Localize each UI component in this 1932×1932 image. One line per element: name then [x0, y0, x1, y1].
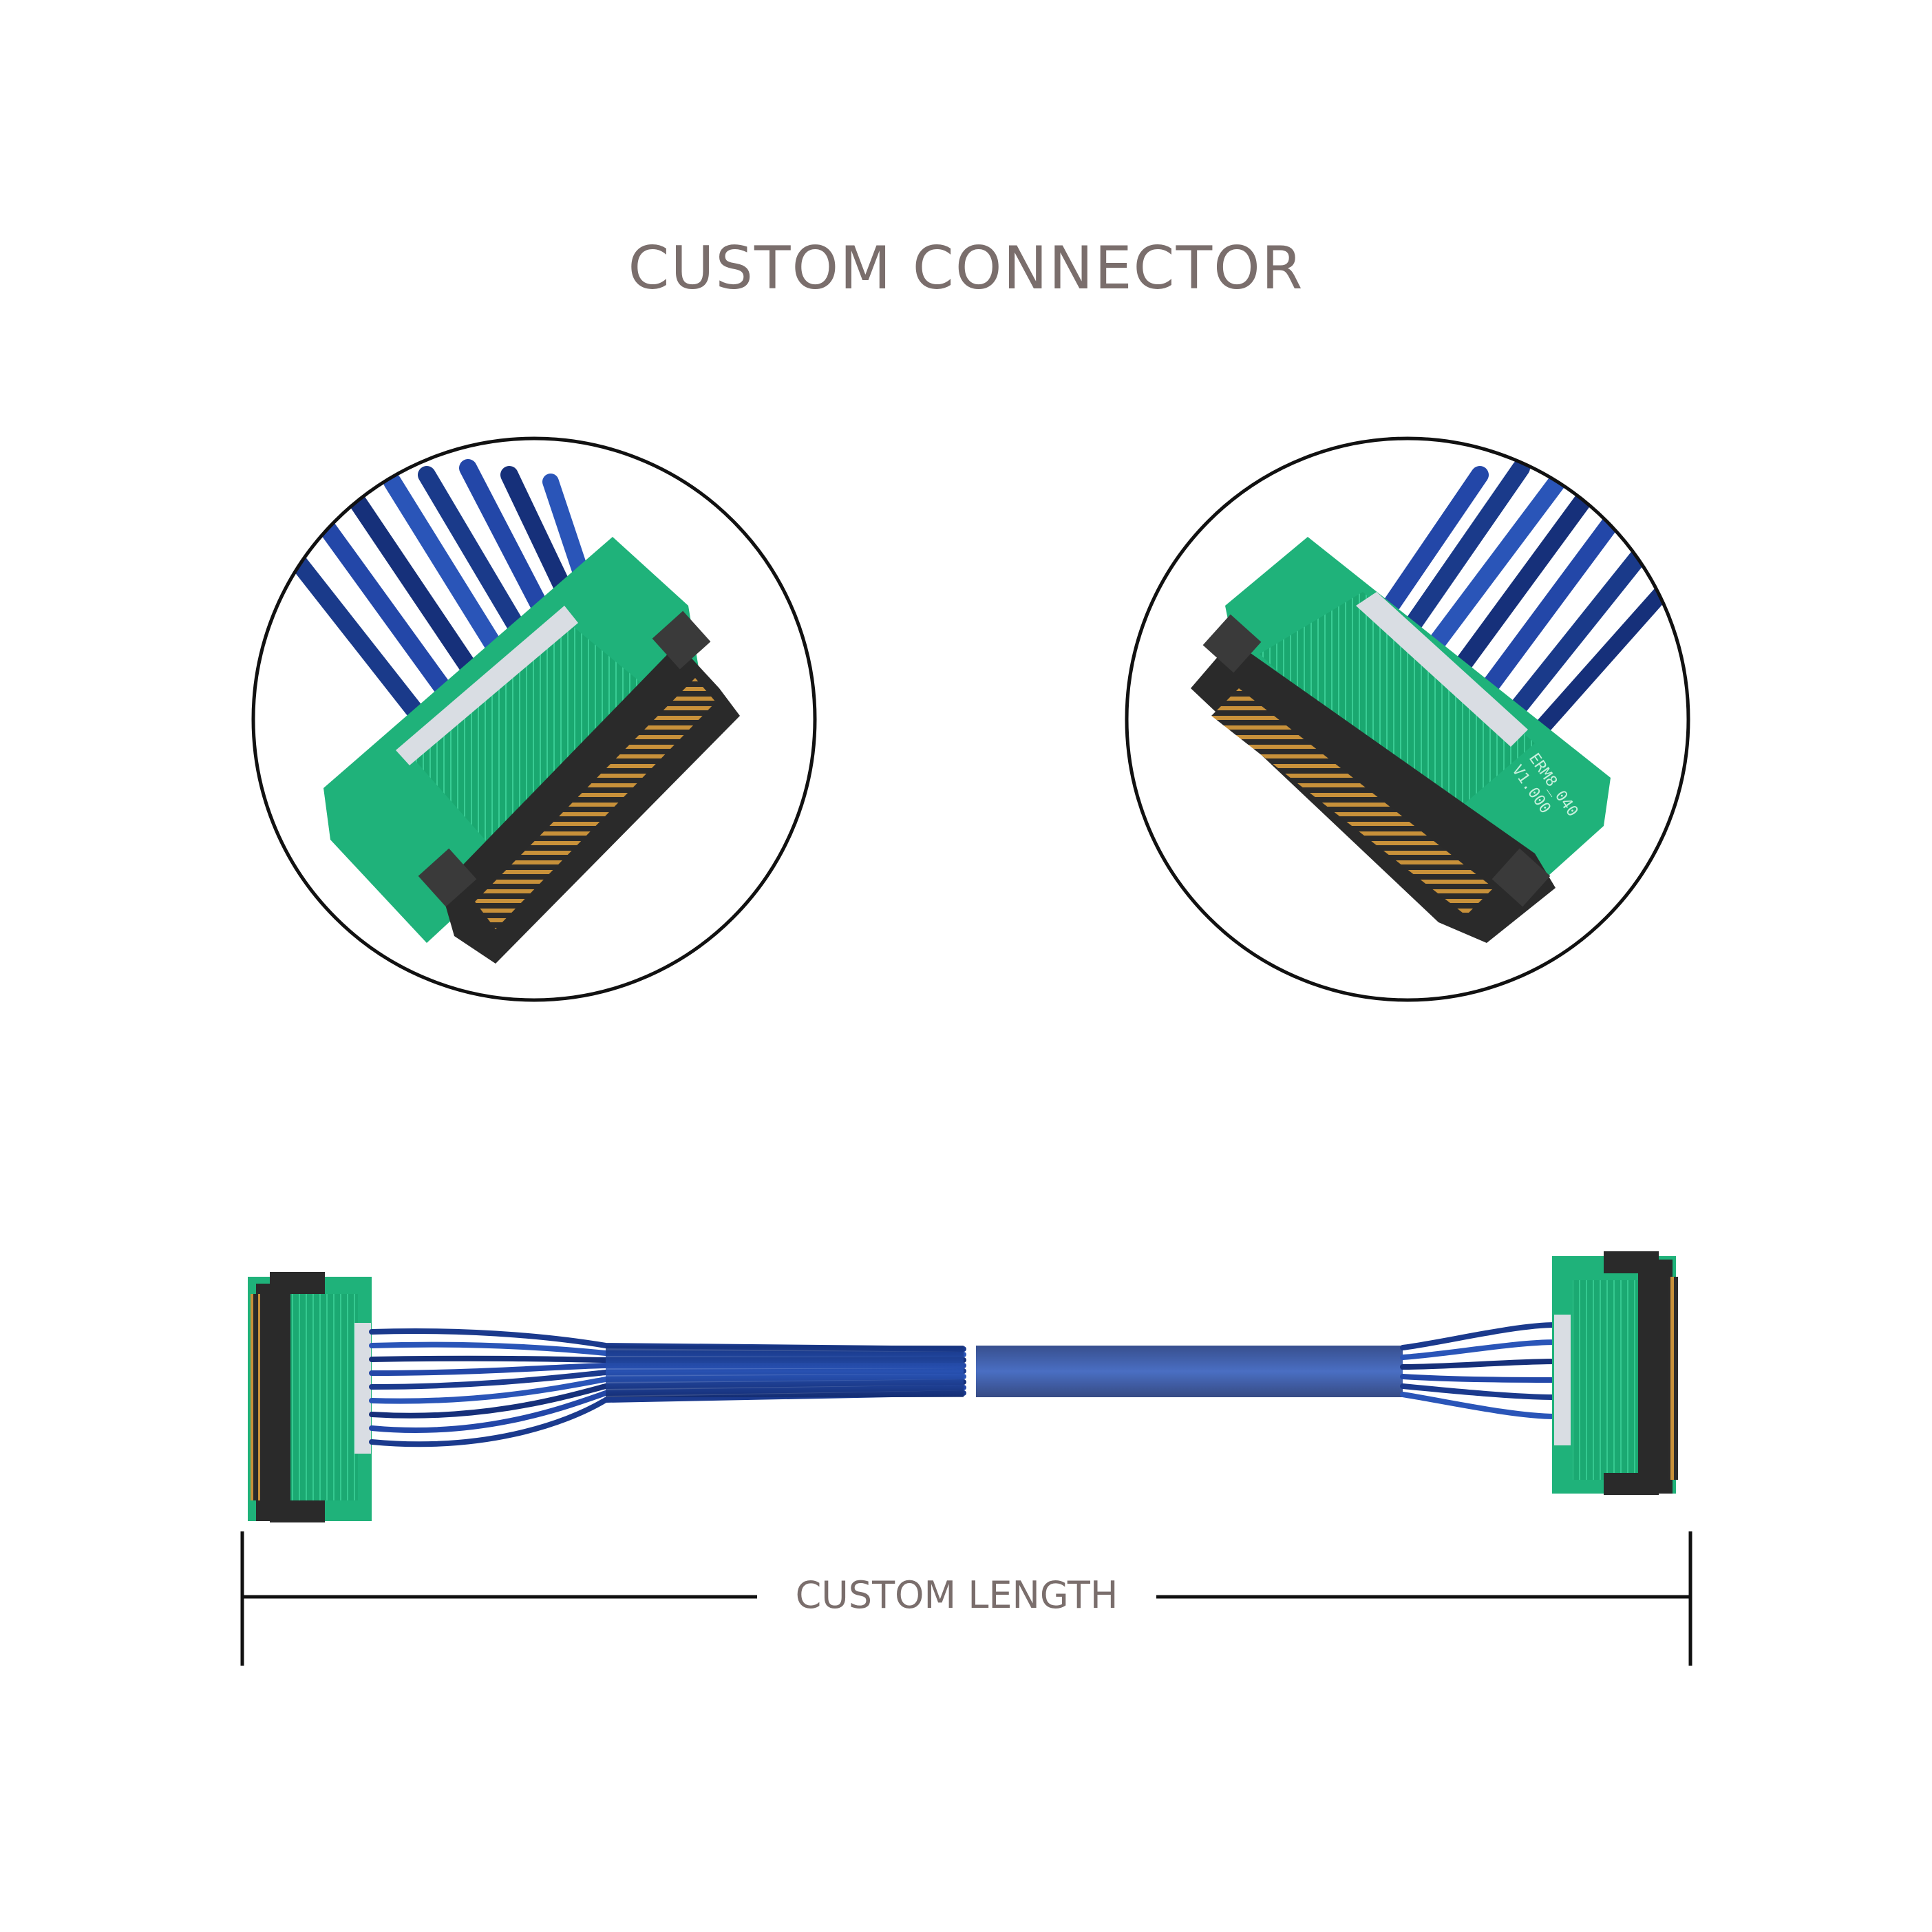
left-cable-connector: [248, 1272, 372, 1522]
left-connector-detail: [251, 436, 817, 1002]
right-wire-bundle: [976, 1322, 1558, 1419]
left-wire-bundle: [369, 1328, 966, 1447]
page-title: CUSTOM CONNECTOR: [628, 234, 1304, 303]
right-connector-detail: ERM8_040 V1.000: [1125, 436, 1690, 1002]
length-label: CUSTOM LENGTH: [757, 1568, 1156, 1623]
right-cable-connector: [1552, 1251, 1678, 1495]
length-dimension: [240, 1531, 1692, 1666]
cable-assembly: [240, 1251, 1692, 1666]
